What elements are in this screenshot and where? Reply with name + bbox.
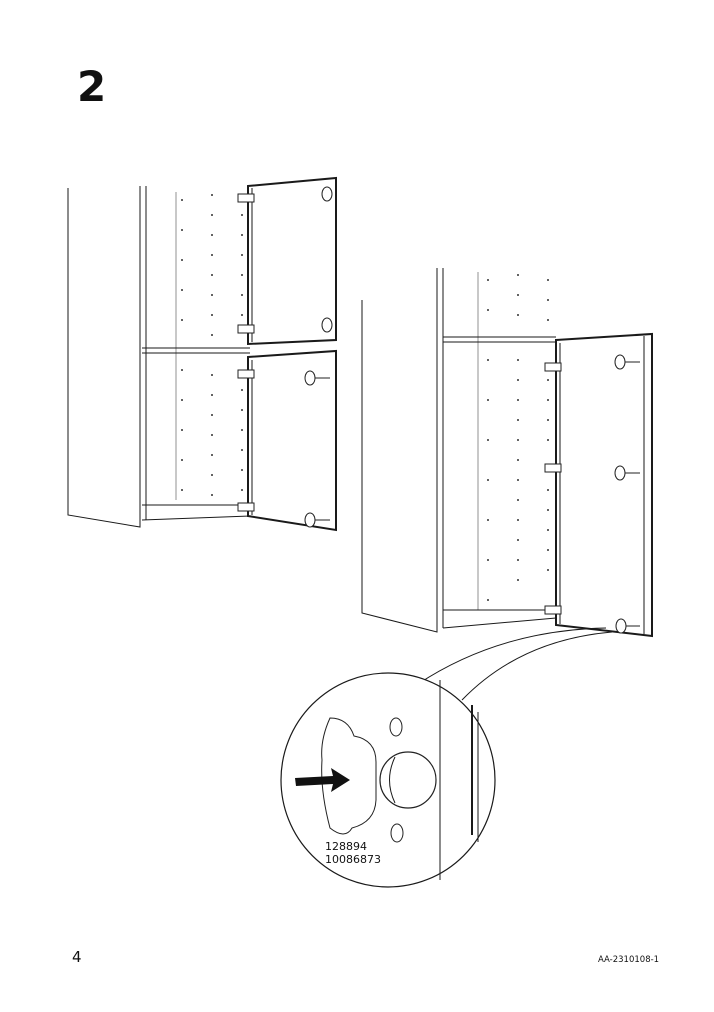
part-number-primary: 128894 [325, 840, 367, 853]
bumpers-left [304, 186, 333, 528]
hinges-left [237, 193, 255, 512]
arrow-icon [295, 768, 350, 792]
shelf-holes-right [487, 274, 549, 601]
bumper-icon [321, 717, 377, 835]
shelf-holes-left [181, 194, 243, 496]
detail-callout [280, 627, 613, 888]
step-number: 2 [77, 62, 107, 111]
document-code: AA-2310108-1 [598, 955, 660, 965]
hinges-right [544, 362, 562, 615]
part-number-secondary: 10086873 [325, 853, 381, 866]
right-cabinet [361, 268, 653, 638]
page-number: 4 [72, 948, 82, 966]
left-cabinet [67, 176, 337, 532]
bumpers-right [614, 354, 640, 634]
